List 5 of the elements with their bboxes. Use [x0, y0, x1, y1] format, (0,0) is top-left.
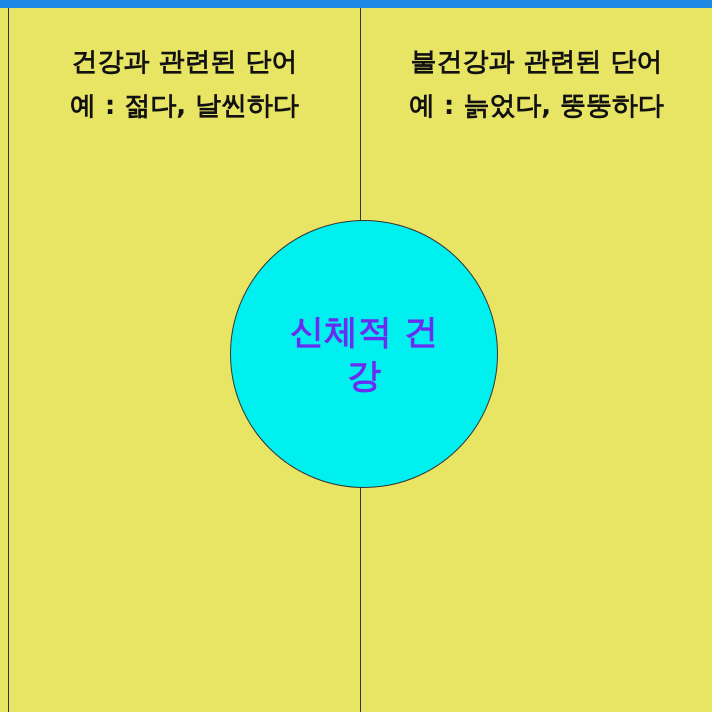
heading-text: 불건강과 관련된 단어 — [409, 46, 664, 79]
heading-text: 건강과 관련된 단어 — [70, 46, 299, 79]
circle-label: 신체적 건강 — [289, 310, 439, 398]
example-text: 예 : 젊다, 날씬하다 — [68, 90, 300, 123]
example-text: 예 : 늙었다, 뚱뚱하다 — [408, 90, 666, 123]
